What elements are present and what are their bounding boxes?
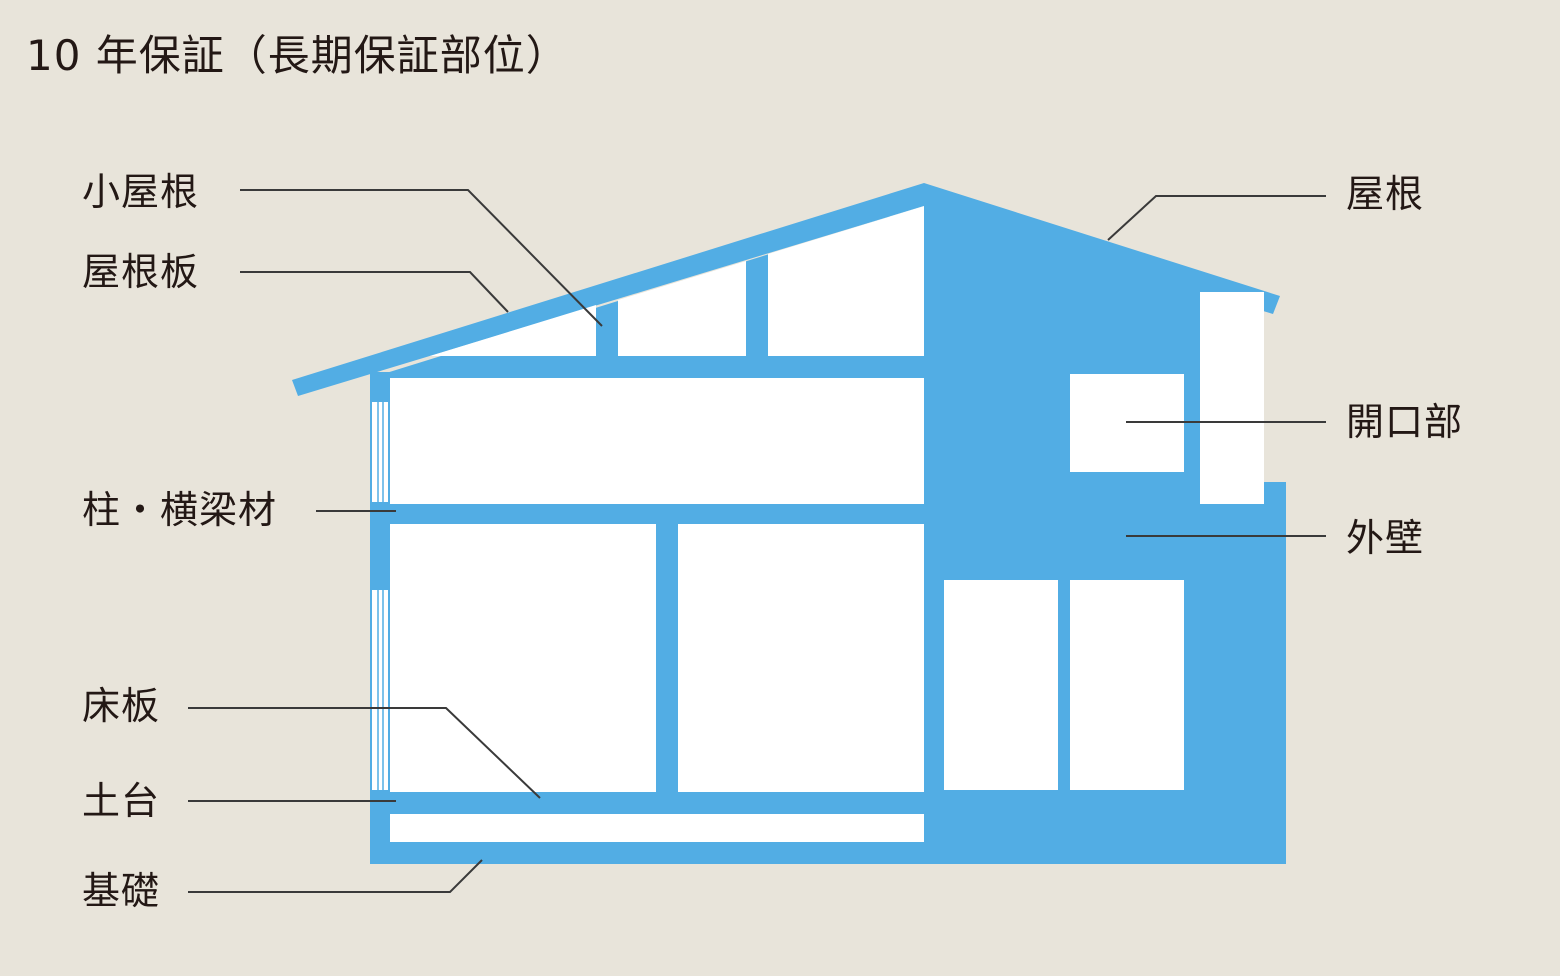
label-koyane: 小屋根 xyxy=(82,170,200,214)
attic-space-1 xyxy=(430,305,596,356)
crawl-space xyxy=(390,814,924,842)
label-hashira-yokohari: 柱・横梁材 xyxy=(82,488,278,532)
lower-room-left xyxy=(390,524,656,792)
label-dodai: 土台 xyxy=(82,779,161,823)
lower-window-left xyxy=(944,580,1058,790)
lower-room-right xyxy=(678,524,924,792)
left-facade-glass-lower xyxy=(372,590,388,790)
left-roof xyxy=(292,183,924,396)
leader-yukaita xyxy=(188,707,541,799)
label-yane: 屋根 xyxy=(1346,172,1425,216)
leader-yane xyxy=(1107,195,1326,241)
label-kaikoubu: 開口部 xyxy=(1346,400,1464,444)
attic-space-2 xyxy=(618,261,746,356)
house-lower-extension xyxy=(1200,482,1286,864)
page-title: 10 年保証（長期保証部位） xyxy=(26,31,569,80)
facade-glass-lines xyxy=(377,402,384,790)
balcony-cutout xyxy=(1200,292,1264,504)
right-roof xyxy=(924,183,1280,378)
left-facade-glass-upper xyxy=(372,402,388,502)
label-yukaita: 床板 xyxy=(82,684,161,728)
label-yaneita: 屋根板 xyxy=(82,250,200,294)
leader-lines xyxy=(188,189,1326,893)
leader-koyane xyxy=(240,189,603,327)
upper-floor-room xyxy=(390,378,924,504)
house-openings xyxy=(372,206,1264,842)
label-kiso: 基礎 xyxy=(82,869,161,913)
leader-yaneita xyxy=(240,271,509,313)
attic-space-3 xyxy=(768,206,924,356)
lower-window-right xyxy=(1070,580,1184,790)
leader-kiso xyxy=(188,859,483,893)
label-gaiheki: 外壁 xyxy=(1346,516,1425,560)
